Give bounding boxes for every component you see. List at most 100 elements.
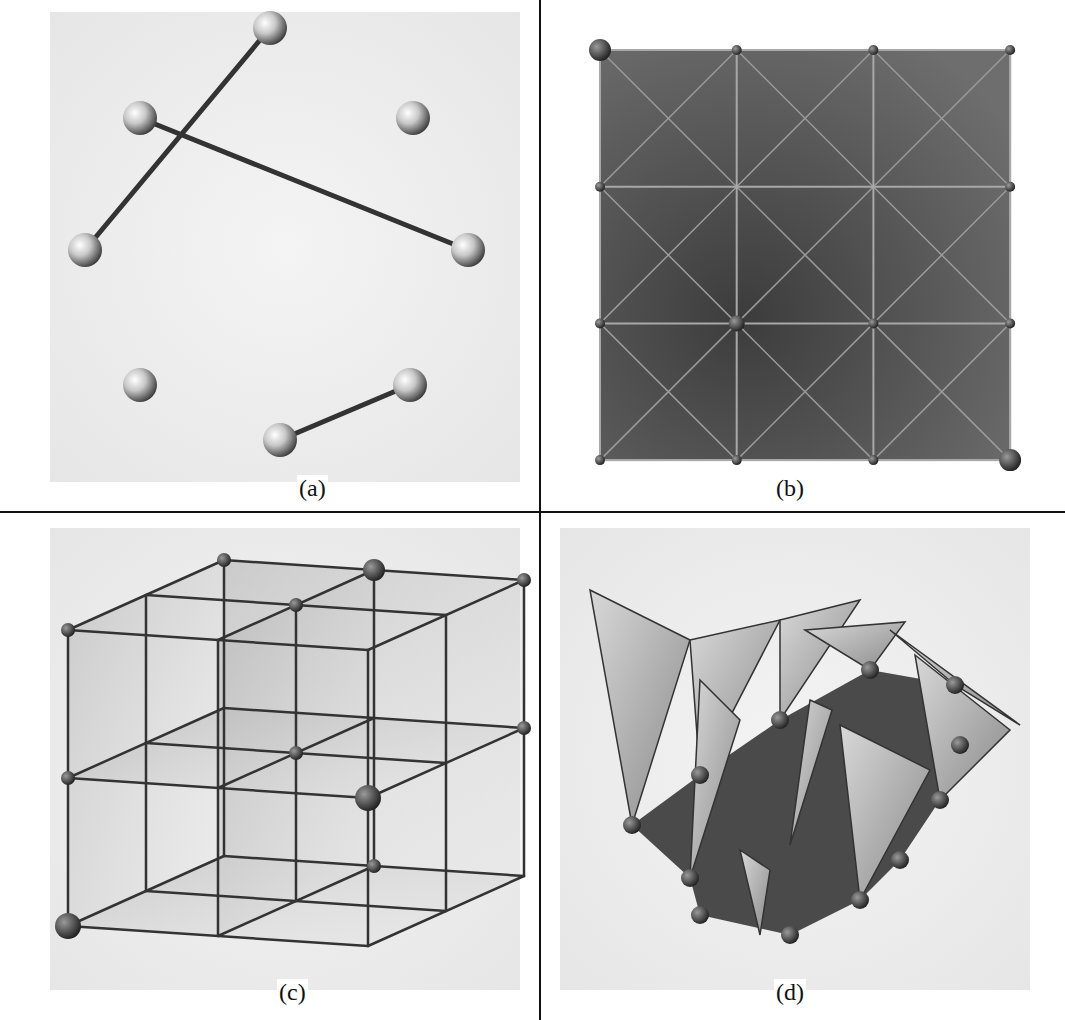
vertex-sphere xyxy=(691,766,709,784)
edge-line xyxy=(737,323,874,460)
panel-label: (a) xyxy=(297,475,328,502)
vertex-sphere xyxy=(691,906,709,924)
vertex-sphere xyxy=(517,721,531,735)
vertex-sphere xyxy=(396,101,430,135)
square-face xyxy=(600,50,1010,460)
vertex-sphere xyxy=(861,661,879,679)
vertex-sphere xyxy=(1005,182,1015,192)
edge-line xyxy=(600,186,1010,188)
vertex-sphere xyxy=(681,869,699,887)
cube-face xyxy=(632,670,960,935)
panel-ground xyxy=(50,12,520,482)
vertex-sphere xyxy=(595,182,605,192)
vertex-sphere xyxy=(623,816,641,834)
triangle-face xyxy=(915,655,1010,800)
triangle-face xyxy=(690,680,740,878)
vertex-sphere xyxy=(253,11,287,45)
vertex-sphere xyxy=(595,318,605,328)
vertex-sphere xyxy=(771,711,789,729)
edge-line xyxy=(873,187,1010,324)
edge-line xyxy=(736,50,738,460)
edge-line xyxy=(280,385,410,440)
edge-line xyxy=(737,323,874,460)
edge-line xyxy=(224,560,524,580)
vertex-sphere xyxy=(363,559,385,581)
edge-line xyxy=(146,891,446,911)
edge-line xyxy=(873,50,1010,187)
edge-line xyxy=(600,322,1010,324)
edge-line xyxy=(140,118,468,250)
edge-line xyxy=(146,595,446,615)
vertex-sphere xyxy=(217,553,231,567)
vertex-sphere xyxy=(595,455,605,465)
triangle-face xyxy=(780,600,860,720)
vertex-sphere xyxy=(1005,318,1015,328)
vertex-sphere xyxy=(781,926,799,944)
vertex-sphere xyxy=(68,233,102,267)
edge-line xyxy=(872,50,874,460)
vertex-sphere xyxy=(999,449,1021,471)
edge-line xyxy=(737,50,874,187)
triangle-face xyxy=(805,622,905,670)
edge-line xyxy=(600,187,737,324)
edge-line xyxy=(218,718,374,788)
panel-label: (d) xyxy=(774,979,806,1006)
vertex-sphere xyxy=(868,455,878,465)
vertex-sphere xyxy=(946,676,964,694)
edge-line xyxy=(737,187,874,324)
vertex-sphere xyxy=(123,101,157,135)
vertex-sphere xyxy=(589,39,611,61)
edge-line xyxy=(873,187,1010,324)
edge-line xyxy=(873,323,1010,460)
vertex-sphere xyxy=(851,891,869,909)
vertex-sphere xyxy=(289,746,303,760)
panel-label: (c) xyxy=(277,979,308,1006)
edge-line xyxy=(600,50,737,187)
triangle-face xyxy=(590,590,690,825)
edge-line xyxy=(146,743,446,763)
vertex-sphere xyxy=(868,45,878,55)
edge-line xyxy=(600,459,1010,461)
edge-line xyxy=(368,876,524,946)
edge-line xyxy=(68,926,368,946)
edge-line xyxy=(600,187,737,324)
vertex-sphere xyxy=(61,623,75,637)
divider xyxy=(0,511,1065,513)
vertex-sphere xyxy=(289,598,303,612)
edge-line xyxy=(599,50,601,460)
panel-label: (b) xyxy=(774,475,806,502)
edge-line xyxy=(368,728,524,798)
vertex-sphere xyxy=(55,913,81,939)
vertex-sphere xyxy=(393,368,427,402)
vertex-sphere xyxy=(931,791,949,809)
vertex-sphere xyxy=(123,368,157,402)
vertex-sphere xyxy=(517,573,531,587)
edge-line xyxy=(873,50,1010,187)
divider xyxy=(539,0,541,1020)
vertex-sphere xyxy=(891,851,909,869)
vertex-sphere xyxy=(732,455,742,465)
vertex-sphere xyxy=(61,771,75,785)
triangle-face xyxy=(790,700,832,845)
edge-line xyxy=(873,323,1010,460)
vertex-sphere xyxy=(868,318,878,328)
triangle-face xyxy=(840,725,930,900)
edge-line xyxy=(600,323,737,460)
vertex-sphere xyxy=(729,315,745,331)
vertex-sphere xyxy=(451,233,485,267)
vertex-sphere xyxy=(263,423,297,457)
vertex-sphere xyxy=(951,736,969,754)
vertex-sphere xyxy=(355,785,381,811)
vertex-sphere xyxy=(732,45,742,55)
edge-line xyxy=(737,50,874,187)
edge-line xyxy=(224,856,524,876)
vertex-sphere xyxy=(1005,45,1015,55)
edge-line xyxy=(600,49,1010,51)
panel-ground xyxy=(560,528,1030,990)
vertex-sphere xyxy=(367,859,381,873)
edge-line xyxy=(600,323,737,460)
triangle-face xyxy=(740,850,770,935)
edge-line xyxy=(85,28,270,250)
edge-line xyxy=(600,50,737,187)
